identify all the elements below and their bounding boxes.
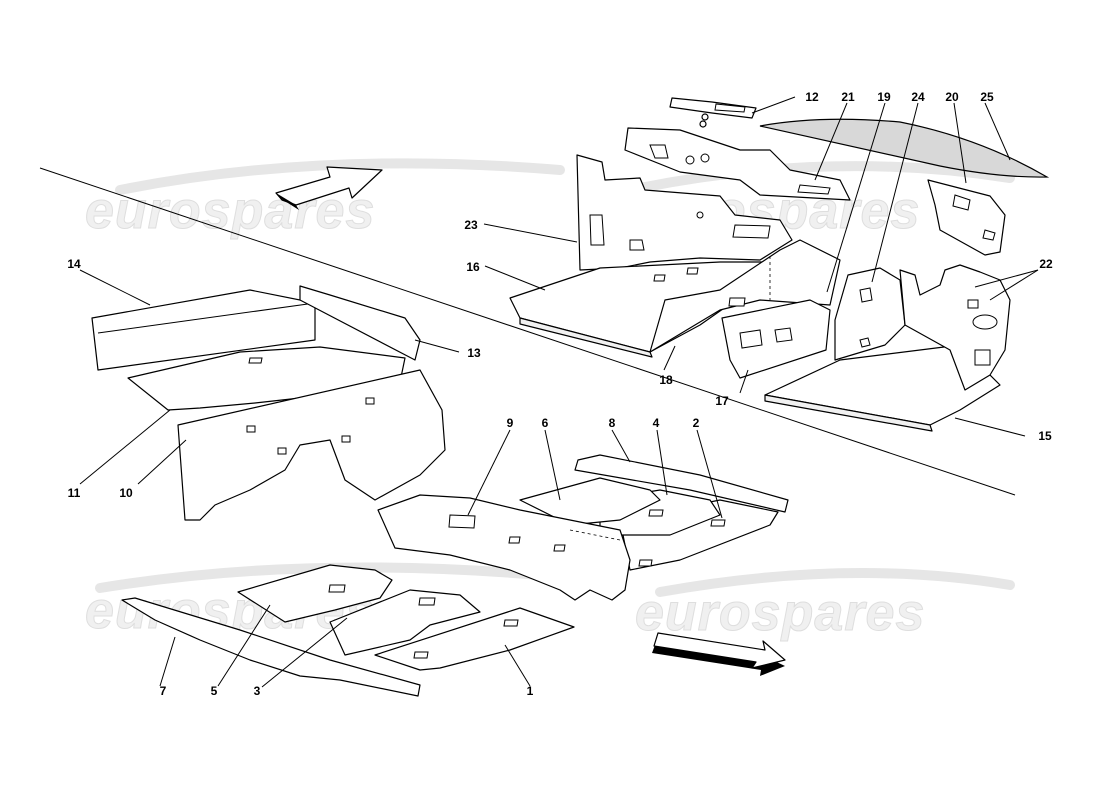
callout-9: 9 [507, 416, 514, 430]
watermark-text: eurospares [635, 584, 925, 642]
watermark-bottom-right: eurospares [635, 568, 1015, 643]
part-8 [574, 454, 789, 513]
callout-6: 6 [542, 416, 549, 430]
callout-7: 7 [160, 684, 167, 698]
part-9 [377, 494, 631, 601]
part-1 [374, 607, 575, 671]
callout-3: 3 [254, 684, 261, 698]
callout-labels: 1 2 3 4 5 6 7 8 9 10 11 12 13 14 15 16 1… [67, 90, 1053, 698]
part-3 [329, 589, 481, 656]
part-23 [576, 154, 793, 271]
callout-15: 15 [1038, 429, 1052, 443]
part-12 [669, 97, 757, 128]
callout-13: 13 [467, 346, 481, 360]
part-17 [721, 299, 831, 379]
callout-24: 24 [911, 90, 925, 104]
callout-11: 11 [68, 486, 81, 500]
part-25 [759, 118, 1050, 178]
part-22 [899, 264, 1011, 391]
callout-23: 23 [464, 218, 478, 232]
part-7 [121, 597, 421, 697]
part-20 [927, 179, 1006, 256]
callout-18: 18 [659, 373, 673, 387]
callout-2: 2 [693, 416, 700, 430]
callout-16: 16 [466, 260, 480, 274]
leader-lines [79, 96, 1039, 688]
direction-arrow-icon [275, 166, 383, 210]
part-14 [91, 289, 316, 371]
callout-14: 14 [67, 257, 81, 271]
part-24 [834, 267, 906, 361]
part-13 [299, 285, 421, 361]
section-divider-line [39, 167, 1016, 496]
callout-10: 10 [119, 486, 133, 500]
callout-19: 19 [877, 90, 891, 104]
callout-25: 25 [980, 90, 994, 104]
callout-4: 4 [653, 416, 660, 430]
callout-20: 20 [945, 90, 959, 104]
part-5 [237, 564, 393, 623]
callout-12: 12 [805, 90, 819, 104]
callout-1: 1 [527, 684, 534, 698]
callout-22: 22 [1039, 257, 1053, 271]
part-10 [177, 369, 446, 521]
part-15 [764, 344, 1001, 432]
direction-arrow-icon [652, 632, 786, 676]
callout-5: 5 [211, 684, 218, 698]
watermark-top: eurospares [85, 158, 565, 241]
callout-21: 21 [841, 90, 855, 104]
part-18 [649, 239, 841, 353]
part-21 [624, 127, 851, 201]
callout-8: 8 [609, 416, 616, 430]
callout-17: 17 [715, 394, 729, 408]
